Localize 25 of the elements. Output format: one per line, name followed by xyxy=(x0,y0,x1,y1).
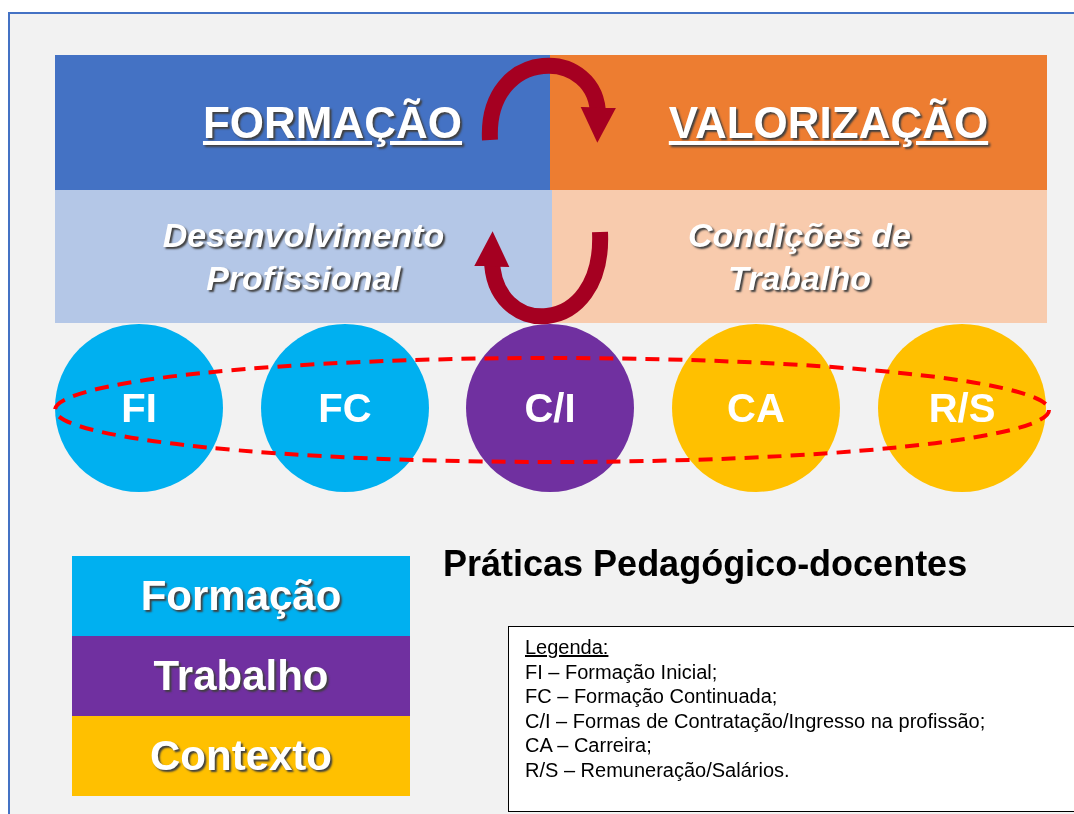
header-band xyxy=(550,55,1047,190)
header-band xyxy=(55,55,550,190)
circle-label: FC xyxy=(318,385,372,431)
band-title: FORMAÇÃO xyxy=(202,97,463,149)
band-title: Desenvolvimento Profissional xyxy=(161,215,446,299)
legend-entry: R/S – Remuneração/Salários. xyxy=(525,757,790,782)
subheader-band xyxy=(552,190,1047,323)
legend-text: Trabalho xyxy=(153,652,329,700)
legend-entry: C/I – Formas de Contratação/Ingresso na profissão; xyxy=(525,708,986,733)
legend-entry: FC – Formação Continuada; xyxy=(525,684,778,709)
band-title: VALORIZAÇÃO xyxy=(668,97,989,149)
subheader-band xyxy=(55,190,552,323)
legend-entry: CA – Carreira; xyxy=(525,733,652,758)
caption-heading: Práticas Pedagógico-docentes xyxy=(443,543,968,585)
circle-label: FI xyxy=(121,385,157,431)
circle-label: R/S xyxy=(928,385,996,431)
legend-text: Contexto xyxy=(150,732,332,780)
legend-entry: FI – Formação Inicial; xyxy=(525,659,718,684)
curved-arrow xyxy=(482,58,615,143)
legend-heading: Legenda: xyxy=(525,635,609,660)
circle-label: C/I xyxy=(524,385,576,431)
curved-arrow xyxy=(475,231,608,324)
band-title: Condições de Trabalho xyxy=(687,215,912,299)
circle-label: CA xyxy=(727,385,785,431)
legend-text: Formação xyxy=(140,572,342,620)
